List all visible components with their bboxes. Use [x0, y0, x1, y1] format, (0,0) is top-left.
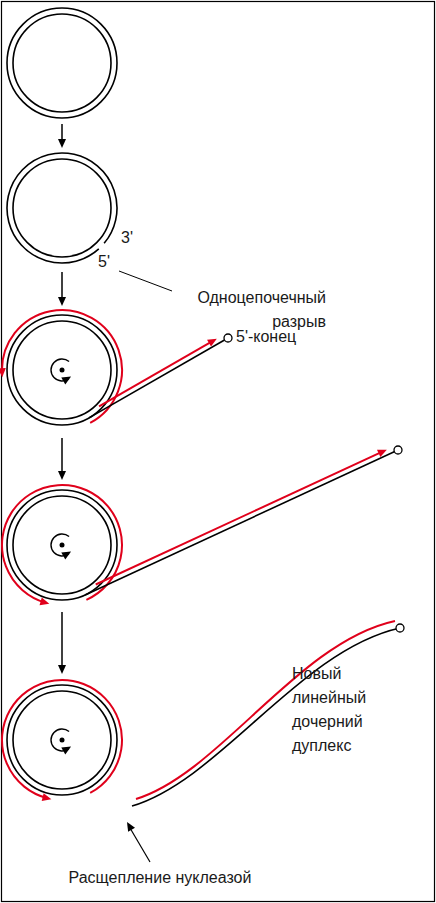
new-strand-arrowhead — [42, 793, 52, 801]
displaced-strand — [89, 338, 228, 418]
daughter-duplex-strand — [132, 628, 400, 806]
new-strand-arc — [2, 310, 122, 423]
cleavage-arrowhead — [127, 822, 135, 832]
daughter-duplex-new-strand — [136, 621, 395, 799]
rotation-arrowhead — [61, 551, 71, 559]
rotation-arrowhead — [61, 746, 71, 754]
step-arrow — [61, 612, 63, 668]
lagging-strand-arrowhead — [207, 339, 217, 347]
cleavage-label: Расщепление нуклеазой — [30, 866, 290, 890]
lagging-strand — [96, 452, 382, 584]
step-arrow — [61, 438, 63, 474]
inner-strand — [13, 159, 111, 257]
step-arrowhead — [58, 665, 66, 674]
step-arrowhead — [58, 471, 66, 480]
rotation-center-dot — [60, 368, 65, 373]
new-strand-arrowhead — [40, 597, 50, 605]
outer-strand — [7, 315, 117, 425]
inner-strand — [13, 321, 111, 419]
outer-strand — [7, 490, 117, 600]
nicked-outer-strand — [7, 153, 117, 263]
step-arrowhead — [58, 297, 66, 306]
nick-label: Одноцепочечный разрыв — [176, 286, 326, 334]
three-prime-label: 3' — [121, 226, 145, 250]
outer-strand — [7, 8, 117, 118]
inner-strand — [13, 14, 111, 112]
rotation-center-dot — [60, 543, 65, 548]
leader-line — [119, 271, 172, 291]
new-strand-arc — [2, 680, 122, 798]
step-arrowhead — [58, 139, 66, 148]
five-prime-end-mark — [394, 446, 402, 454]
outer-strand — [7, 685, 117, 795]
displaced-strand — [85, 450, 398, 595]
rotation-center-dot — [60, 738, 65, 743]
inner-strand — [13, 691, 111, 789]
five-prime-end-mark — [396, 624, 404, 632]
lagging-strand-arrowhead — [377, 450, 387, 457]
cleavage-pointer — [130, 828, 150, 862]
lagging-strand — [99, 342, 212, 407]
step-arrow — [61, 272, 63, 300]
five-prime-end-mark — [224, 334, 232, 342]
new-strand-arc — [2, 485, 122, 603]
new-strand-arrowhead — [0, 368, 6, 377]
rotation-arrowhead — [61, 376, 71, 384]
inner-strand — [13, 496, 111, 594]
five-prime-end-label: 5'-конец — [236, 325, 336, 349]
five-prime-label: 5' — [98, 250, 122, 274]
daughter-duplex-label: Новый линейный дочерний дуплекс — [292, 662, 384, 758]
